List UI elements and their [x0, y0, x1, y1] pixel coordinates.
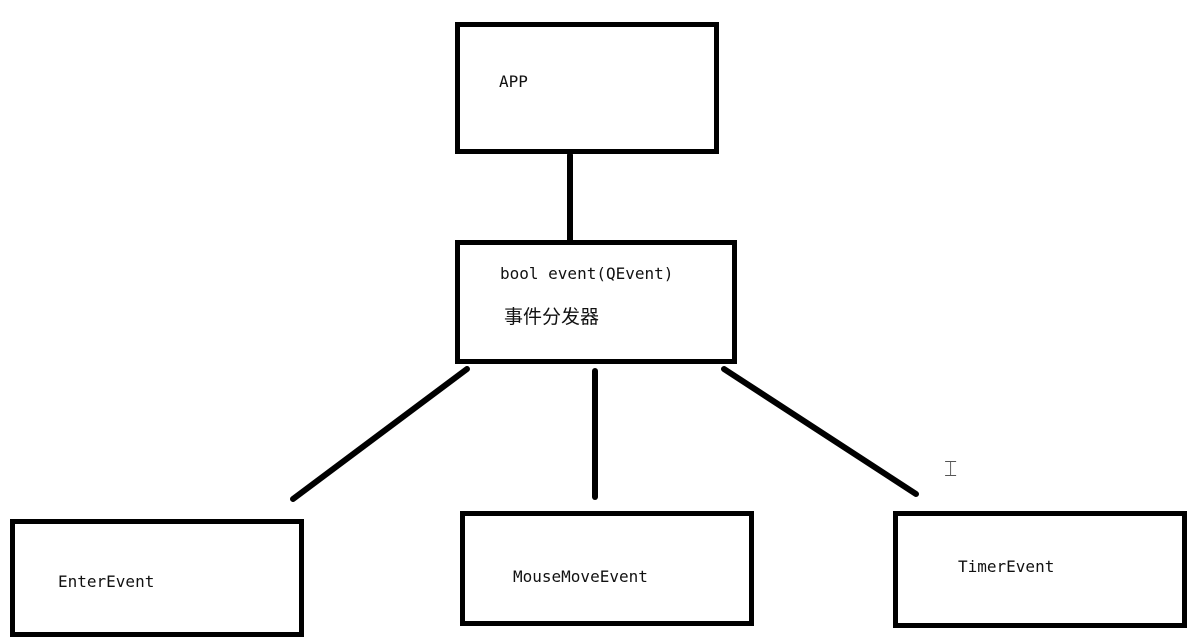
- mouse-move-event-label: MouseMoveEvent: [513, 567, 648, 586]
- edge-dispatcher-enter: [290, 366, 470, 502]
- app-node: [455, 22, 719, 154]
- text-cursor-icon: ⌶: [944, 457, 958, 482]
- mouse-move-event-node: [460, 511, 754, 626]
- edge-dispatcher-timer: [721, 366, 919, 497]
- app-label: APP: [499, 72, 528, 91]
- dispatcher-node: [455, 240, 737, 364]
- dispatcher-signature: bool event(QEvent): [500, 264, 674, 283]
- timer-event-node: [893, 511, 1187, 628]
- enter-event-label: EnterEvent: [58, 572, 155, 591]
- enter-event-node: [10, 519, 304, 637]
- timer-event-label: TimerEvent: [958, 557, 1055, 576]
- dispatcher-caption: 事件分发器: [504, 306, 600, 328]
